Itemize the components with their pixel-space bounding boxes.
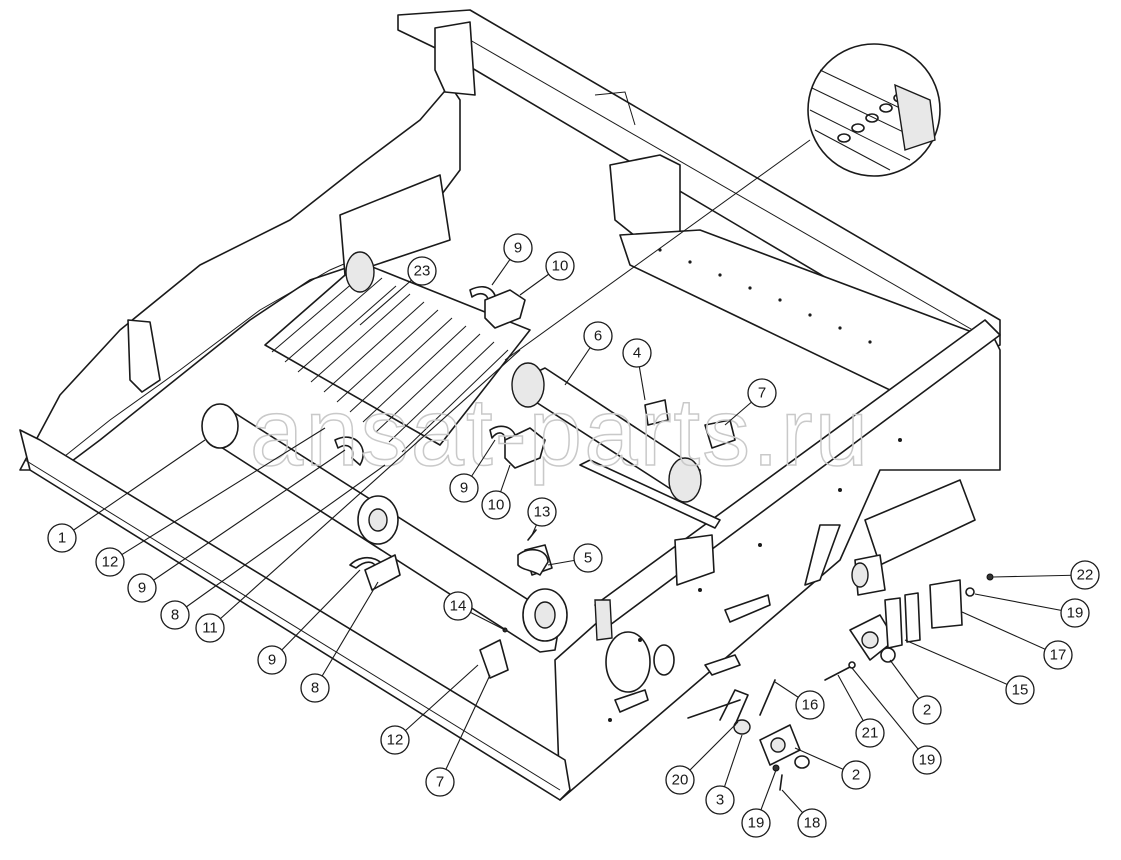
axle-rod: [579, 459, 721, 529]
callout-10-top: 10: [519, 251, 575, 296]
callout-19-mid: 19: [851, 667, 942, 775]
callout-2-bottom-label: 2: [852, 767, 860, 784]
callout-9-mid: 9: [449, 439, 496, 503]
callout-10-top-label: 10: [552, 258, 569, 275]
callout-7-lower-label: 7: [436, 774, 444, 791]
callout-19-bottom: 19: [741, 769, 777, 838]
callout-5: 5: [547, 543, 603, 573]
callout-22: 22: [992, 560, 1100, 590]
right-side-wall: [554, 319, 1001, 801]
callout-23-label: 23: [414, 263, 431, 280]
callout-2-bottom: 2: [794, 747, 871, 790]
callout-19-bottom-label: 19: [748, 815, 765, 832]
callout-9-mid-label: 9: [460, 480, 468, 497]
callout-7-top-label: 7: [758, 385, 766, 402]
callout-9: 9: [127, 449, 346, 603]
elevator-rod-assembly: [264, 261, 531, 453]
callout-3: 3: [705, 734, 743, 815]
chain-detail-magnifier: [504, 43, 941, 361]
callout-1-label: 1: [58, 530, 66, 547]
front-drive-shaft: [201, 403, 568, 653]
callouts: 1 12 9 8 11 9 8 12: [47, 233, 1100, 838]
callout-1: 1: [47, 439, 206, 553]
callout-14: 14: [443, 591, 506, 631]
callout-8-lower-label: 8: [311, 680, 319, 697]
callout-12-lower: 12: [380, 664, 479, 755]
watermark-text: ansat-parts.ru: [250, 379, 870, 486]
callout-21-label: 21: [862, 725, 879, 742]
callout-10-mid: 10: [481, 464, 511, 520]
callout-2-mid-label: 2: [923, 702, 931, 719]
callout-12: 12: [95, 427, 326, 577]
callout-12-lower-label: 12: [387, 732, 404, 749]
front-bottom-plate: [19, 429, 571, 801]
callout-4: 4: [622, 338, 652, 401]
rear-sprocket-shaft: [345, 251, 702, 503]
callout-16-label: 16: [802, 697, 819, 714]
callout-7-lower: 7: [425, 674, 491, 797]
callout-3-label: 3: [716, 792, 724, 809]
callout-8-label: 8: [171, 607, 179, 624]
callout-16: 16: [774, 681, 825, 720]
callout-9-label: 9: [138, 580, 146, 597]
callout-19-top-label: 19: [1067, 605, 1084, 622]
callout-23: 23: [359, 256, 437, 326]
callout-11-label: 11: [202, 620, 218, 637]
callout-15-label: 15: [1012, 682, 1029, 699]
callout-18-label: 18: [804, 815, 821, 832]
callout-9-lower-label: 9: [268, 652, 276, 669]
callout-5-label: 5: [584, 550, 592, 567]
callout-9-top: 9: [491, 233, 533, 286]
callout-15: 15: [904, 639, 1035, 705]
callout-12-label: 12: [102, 554, 119, 571]
callout-8: 8: [160, 464, 386, 630]
callout-6-label: 6: [594, 328, 602, 345]
callout-10-mid-label: 10: [488, 497, 505, 514]
callout-14-label: 14: [450, 598, 467, 615]
callout-8-lower: 8: [300, 581, 379, 703]
callout-17-label: 17: [1050, 647, 1067, 664]
callout-13-label: 13: [534, 504, 551, 521]
callout-21: 21: [837, 674, 885, 748]
callout-6: 6: [564, 321, 613, 386]
callout-18: 18: [781, 789, 827, 838]
callout-19-top: 19: [974, 593, 1090, 628]
callout-9-top-label: 9: [514, 240, 522, 257]
callout-20-label: 20: [672, 772, 689, 789]
callout-20: 20: [665, 721, 739, 795]
left-side-wall: [19, 84, 461, 471]
callout-7-top: 7: [724, 378, 777, 426]
callout-17: 17: [961, 611, 1073, 670]
callout-2-mid: 2: [889, 659, 942, 725]
callout-19-mid-label: 19: [919, 752, 936, 769]
bearing-hardware: [614, 524, 994, 791]
callout-9-lower: 9: [257, 569, 361, 675]
callout-4-label: 4: [633, 345, 641, 362]
callout-22-label: 22: [1077, 567, 1094, 584]
callout-13: 13: [527, 497, 557, 536]
callout-11: 11: [195, 349, 521, 643]
